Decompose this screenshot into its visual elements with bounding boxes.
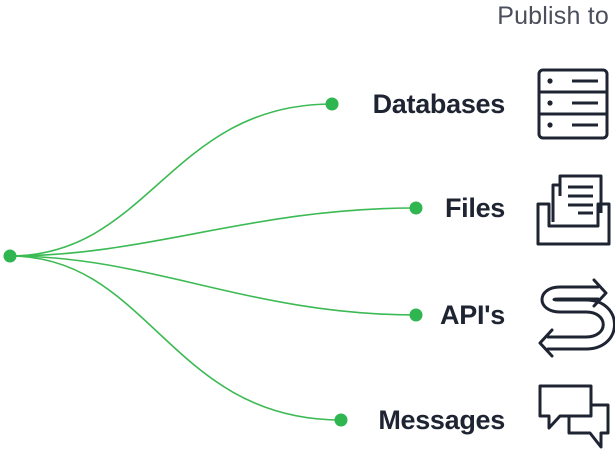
label-messages: Messages bbox=[378, 405, 505, 435]
node-apis bbox=[409, 308, 423, 322]
node-messages bbox=[334, 413, 348, 427]
connector-messages bbox=[9, 255, 342, 421]
chat-bubbles-icon bbox=[538, 384, 610, 449]
label-databases: Databases bbox=[372, 89, 506, 119]
connector-files bbox=[9, 207, 417, 257]
diagram-heading: Publish to bbox=[497, 2, 609, 30]
connector-databases bbox=[9, 103, 333, 257]
server-icon bbox=[537, 68, 609, 140]
exchange-arrows-icon bbox=[538, 278, 615, 358]
label-files: Files bbox=[444, 193, 505, 223]
label-apis: API's bbox=[440, 300, 505, 330]
connector-apis bbox=[9, 255, 417, 316]
node-databases bbox=[325, 97, 339, 111]
source-node bbox=[3, 249, 17, 263]
document-tray-icon bbox=[536, 174, 611, 246]
node-files bbox=[409, 201, 423, 215]
